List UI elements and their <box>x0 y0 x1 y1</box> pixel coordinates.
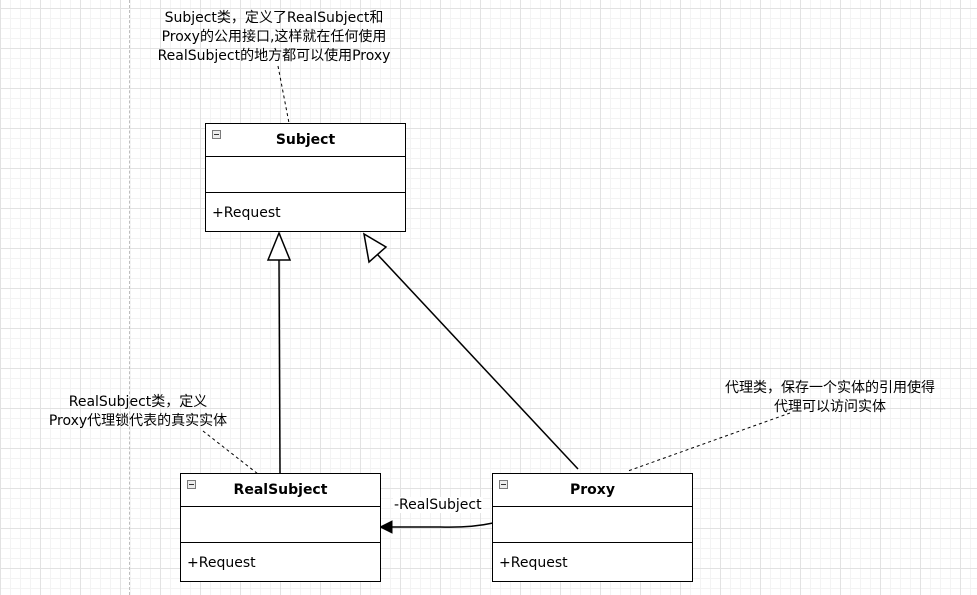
proxy-generalization-line <box>376 253 579 470</box>
proxy-generalization-arrowhead <box>362 232 388 264</box>
proxy-class-header: Proxy <box>493 474 692 507</box>
proxy-attributes-section <box>493 507 692 543</box>
realsubject-note-connector <box>202 430 259 475</box>
proxy-note-line: 代理可以访问实体 <box>774 399 886 415</box>
proxy-note-line: 代理类，保存一个实体的引用使得 <box>725 380 935 396</box>
realsubject-generalization-arrowhead <box>266 231 292 261</box>
collapse-icon[interactable] <box>187 480 196 489</box>
realsubject-class-name: RealSubject <box>233 482 328 498</box>
subject-note-connector <box>277 65 290 124</box>
proxy-class[interactable]: Proxy +Request <box>492 473 693 582</box>
realsubject-attributes-section <box>181 507 380 543</box>
subject-note-line: RealSubject的地方都可以使用Proxy <box>157 48 391 64</box>
realsubject-note-line: RealSubject类，定义 <box>68 394 208 410</box>
association-label: -RealSubject <box>393 497 483 513</box>
realsubject-class-header: RealSubject <box>181 474 380 507</box>
realsubject-note-line: Proxy代理锁代表的真实实体 <box>48 413 228 429</box>
realsubject-operation: +Request <box>187 555 256 571</box>
proxy-note: 代理类，保存一个实体的引用使得 代理可以访问实体 <box>700 379 960 417</box>
proxy-note-connector <box>627 412 791 472</box>
subject-class-header: Subject <box>206 124 405 157</box>
collapse-icon[interactable] <box>499 480 508 489</box>
page-boundary-line <box>129 0 130 595</box>
proxy-operation: +Request <box>499 555 568 571</box>
subject-operation: +Request <box>212 205 281 221</box>
subject-attributes-section <box>206 157 405 193</box>
subject-note-line: Subject类，定义了RealSubject和 <box>164 10 384 26</box>
subject-note: Subject类，定义了RealSubject和 Proxy的公用接口,这样就在… <box>136 9 412 66</box>
subject-class[interactable]: Subject +Request <box>205 123 406 232</box>
proxy-class-name: Proxy <box>570 482 615 498</box>
association-arrowhead <box>378 520 393 534</box>
association-line <box>392 522 494 528</box>
collapse-icon[interactable] <box>212 130 221 139</box>
realsubject-note: RealSubject类，定义 Proxy代理锁代表的真实实体 <box>20 393 256 431</box>
realsubject-class[interactable]: RealSubject +Request <box>180 473 381 582</box>
subject-class-name: Subject <box>275 132 336 148</box>
subject-note-line: Proxy的公用接口,这样就在任何使用 <box>161 29 387 45</box>
realsubject-generalization-line <box>278 259 281 474</box>
